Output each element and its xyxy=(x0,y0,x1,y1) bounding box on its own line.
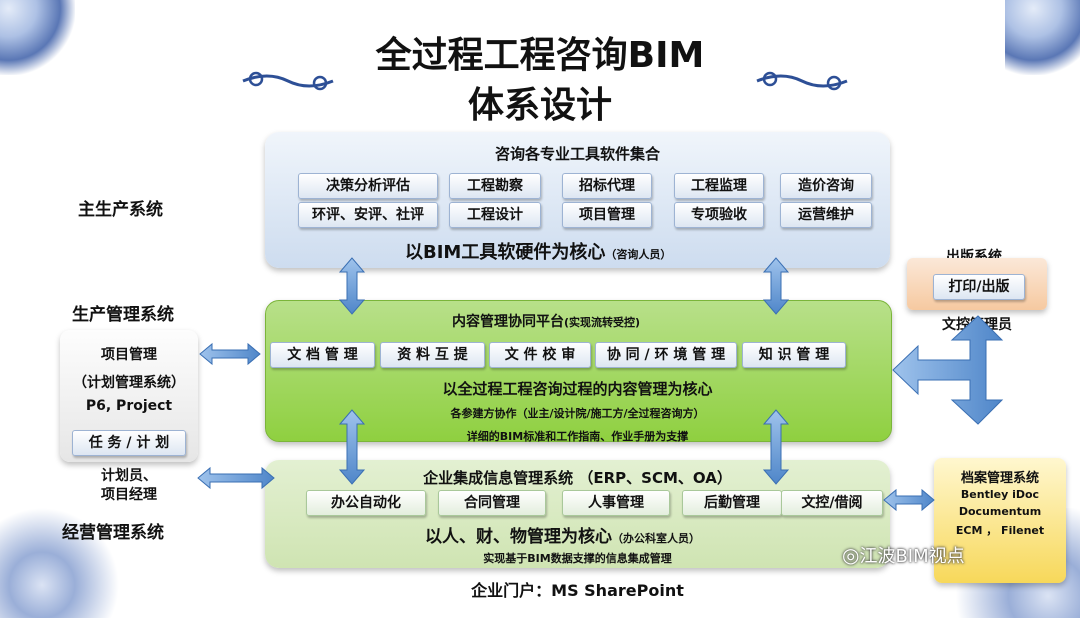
pm-label: 项目经理 xyxy=(101,487,157,503)
print-publish-button[interactable]: 打印/出版 xyxy=(933,274,1025,300)
decision-analysis-button[interactable]: 决策分析评估 xyxy=(298,173,438,199)
info-integration-label: 实现基于BIM数据支撑的信息集成管理 xyxy=(483,552,672,565)
watermark-text: 江波BIM视点 xyxy=(859,546,965,567)
doc-mgmt-button[interactable]: 文 档 管 理 xyxy=(270,342,375,368)
contract-mgmt-button[interactable]: 合同管理 xyxy=(438,490,546,516)
tool-software-panel xyxy=(265,132,890,268)
project-mgmt-button[interactable]: 项目管理 xyxy=(562,202,652,228)
hr-mgmt-button[interactable]: 人事管理 xyxy=(562,490,670,516)
corner-ornament-top-right xyxy=(1005,0,1080,75)
scroll-ornament-right-icon xyxy=(756,71,848,91)
main-production-label: 主生产系统 xyxy=(78,200,163,220)
arrow-bottom-archive xyxy=(883,488,935,512)
arrow-left-bottom xyxy=(197,466,275,490)
arrow-top-mid-left xyxy=(338,257,366,315)
content-platform-header: 内容管理协同平台(实现流转受控) xyxy=(452,311,640,331)
logistics-mgmt-button[interactable]: 后勤管理 xyxy=(682,490,782,516)
p6-project-label: P6, Project xyxy=(85,398,173,414)
corner-ornament-bottom-left xyxy=(0,508,120,618)
bim-core-note: （咨询人员） xyxy=(605,248,672,261)
archive-system-box xyxy=(934,458,1066,583)
wechat-icon: ◎ xyxy=(842,543,860,567)
doc-control-button[interactable]: 文控/借阅 xyxy=(781,490,883,516)
operation-maintenance-button[interactable]: 运营维护 xyxy=(780,202,872,228)
hr-core-label: 以人、财、物管理为核心（办公科室人员） xyxy=(425,522,700,547)
enterprise-info-header: 企业集成信息管理系统 （ERP、SCM、OA） xyxy=(423,469,732,487)
content-platform-title: 内容管理协同平台 xyxy=(452,314,564,330)
arrow-left-mid xyxy=(199,342,261,366)
special-acceptance-button[interactable]: 专项验收 xyxy=(674,202,764,228)
scroll-ornament-left-icon xyxy=(242,71,334,91)
portal-label: 企业门户：MS SharePoint xyxy=(471,581,684,600)
production-mgmt-label: 生产管理系统 xyxy=(72,305,174,325)
supervision-button[interactable]: 工程监理 xyxy=(674,173,764,199)
business-mgmt-label: 经营管理系统 xyxy=(62,523,164,543)
tool-software-header: 咨询各专业工具软件集合 xyxy=(494,145,660,163)
archive-item-documentum: Documentum xyxy=(958,505,1042,518)
planner-label: 计划员、 xyxy=(101,468,157,484)
archive-item-ecm: ECM ， Filenet xyxy=(955,524,1045,537)
survey-button[interactable]: 工程勘察 xyxy=(449,173,541,199)
knowledge-mgmt-button[interactable]: 知 识 管 理 xyxy=(742,342,846,368)
data-exchange-button[interactable]: 资 料 互 提 xyxy=(380,342,485,368)
cost-consulting-button[interactable]: 造价咨询 xyxy=(780,173,872,199)
content-platform-note: (实现流转受控) xyxy=(564,316,641,329)
bim-core-label: 以BIM工具软硬件为核心（咨询人员） xyxy=(405,238,671,264)
tender-agent-button[interactable]: 招标代理 xyxy=(562,173,652,199)
arrow-mid-right-big xyxy=(892,315,1004,425)
bim-core-text: 以BIM工具软硬件为核心 xyxy=(405,242,606,263)
project-mgmt-label: 项目管理 xyxy=(101,347,157,363)
task-plan-button[interactable]: 任 务 / 计 划 xyxy=(72,430,186,456)
archive-system-label: 档案管理系统 xyxy=(960,471,1039,486)
content-core-label: 以全过程工程咨询过程的内容管理为核心 xyxy=(442,380,713,398)
participants-label: 各参建方协作（业主/设计院/施工方/全过程咨询方） xyxy=(450,407,705,420)
page-title: 全过程工程咨询BIM xyxy=(375,35,705,76)
watermark: ◎江波BIM视点 xyxy=(842,542,965,568)
hr-core-text: 以人、财、物管理为核心 xyxy=(425,527,612,547)
content-platform-panel xyxy=(265,300,892,442)
design-button[interactable]: 工程设计 xyxy=(449,202,541,228)
bim-standard-label: 详细的BIM标准和工作指南、作业手册为支撑 xyxy=(466,430,689,443)
arrow-mid-bottom-right xyxy=(762,409,790,485)
arrow-mid-bottom-left xyxy=(338,409,366,485)
page-subtitle: 体系设计 xyxy=(467,85,612,126)
collab-env-button[interactable]: 协 同 / 环 境 管 理 xyxy=(595,342,737,368)
office-automation-button[interactable]: 办公自动化 xyxy=(306,490,426,516)
file-review-button[interactable]: 文 件 校 审 xyxy=(489,342,591,368)
archive-item-idoc: Bentley iDoc xyxy=(960,488,1040,501)
corner-ornament-top-left xyxy=(0,0,75,75)
eia-button[interactable]: 环评、安评、社评 xyxy=(298,202,438,228)
plan-system-label: （计划管理系统） xyxy=(73,375,185,391)
hr-core-note: （办公科室人员） xyxy=(612,532,700,545)
arrow-top-mid-right xyxy=(762,257,790,315)
